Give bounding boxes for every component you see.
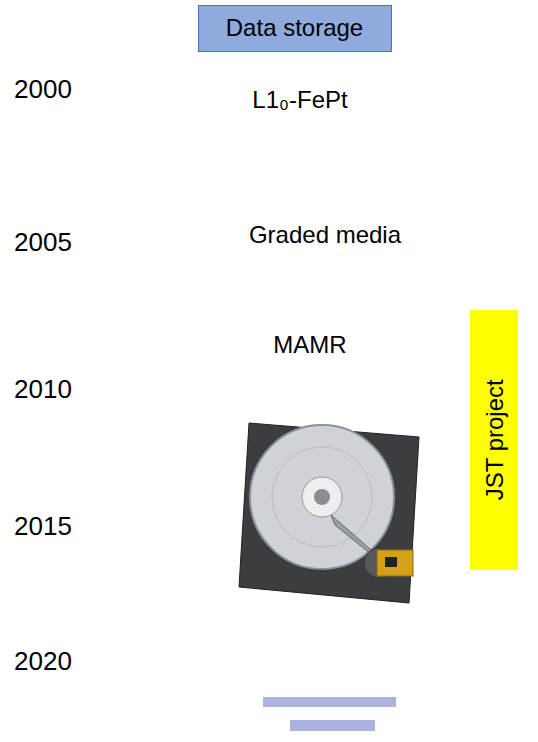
title-box: Data storage bbox=[198, 5, 392, 52]
bar bbox=[263, 697, 396, 707]
technology-label: MAMR bbox=[273, 331, 346, 359]
year-label: 2010 bbox=[14, 375, 72, 405]
funnel-shape bbox=[172, 68, 482, 678]
funnel-outline bbox=[172, 68, 482, 678]
disk-hub bbox=[302, 477, 342, 517]
year-label: 2005 bbox=[14, 228, 72, 258]
project-text: JST project bbox=[480, 380, 508, 501]
project-box: JST project bbox=[470, 310, 518, 570]
disk-chip bbox=[385, 557, 397, 567]
disk-platter bbox=[250, 425, 394, 569]
year-label: 2020 bbox=[14, 647, 72, 677]
technology-label: Graded media bbox=[249, 221, 401, 249]
disk-platter-ring bbox=[272, 447, 372, 547]
year-label: 2000 bbox=[14, 75, 72, 105]
funnel-band: L1₀-FePtGraded mediaMAMR bbox=[172, 68, 482, 678]
technology-label: L1₀-FePt bbox=[252, 86, 347, 114]
disk-connector bbox=[377, 550, 413, 576]
picture-ground bbox=[227, 415, 437, 610]
year-label: 2015 bbox=[14, 512, 72, 542]
disk-spindle bbox=[314, 489, 330, 505]
hard-disk-picture bbox=[227, 415, 437, 610]
bar bbox=[290, 720, 375, 731]
disk-body bbox=[239, 423, 419, 603]
title-text: Data storage bbox=[226, 14, 363, 42]
